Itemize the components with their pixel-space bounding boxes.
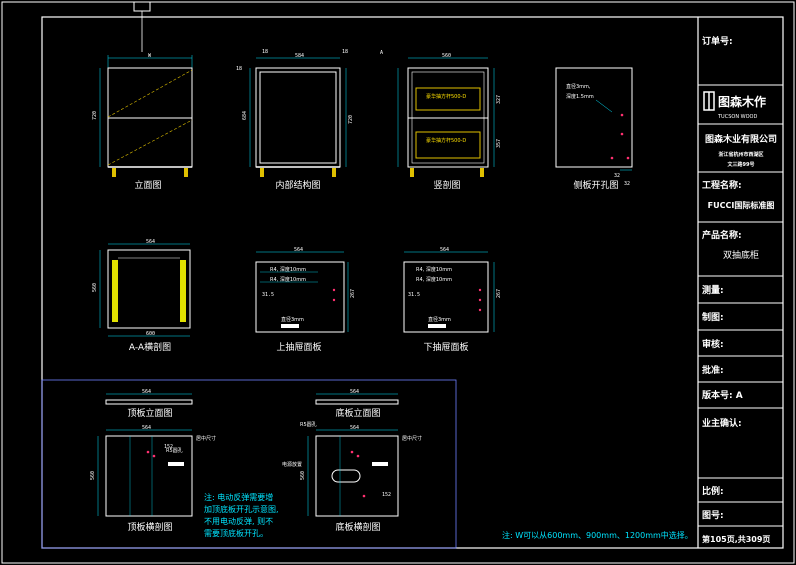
svg-text:居中尺寸: 居中尺寸 <box>402 435 422 442</box>
tb-company: 图森木业有限公司 <box>705 133 777 145</box>
svg-text:居中尺寸: 居中尺寸 <box>196 435 216 442</box>
svg-text:564: 564 <box>440 247 449 253</box>
tb-brand-en: TUCSON WOOD <box>717 114 757 120</box>
svg-text:564: 564 <box>350 389 359 395</box>
label-top-section: 顶板横剖图 <box>127 521 172 533</box>
lower-region-frame <box>41 379 457 549</box>
side-holes-view: 直径3mm, 深度1.5mm 32 32 <box>555 67 633 187</box>
note-electric-2: 加顶底板开孔示意图, <box>204 504 279 514</box>
svg-text:720: 720 <box>348 115 354 124</box>
label-section: 竖剖图 <box>433 179 460 191</box>
lower-drawer-view: 564 R4, 深度10mm R4, 深度10mm 直径3mm 31.5 267 <box>403 247 502 333</box>
svg-text:31.5: 31.5 <box>408 292 420 298</box>
tb-version: 版本号: A <box>701 389 743 401</box>
label-side-holes: 侧板开孔图 <box>573 179 618 191</box>
svg-text:R5圆孔: R5圆孔 <box>300 421 317 428</box>
svg-text:600: 600 <box>146 331 155 337</box>
svg-text:18: 18 <box>236 66 242 72</box>
tb-order-no: 订单号: <box>702 35 733 47</box>
tb-page: 第105页,共309页 <box>702 534 770 544</box>
label-top-elev: 顶板立面图 <box>127 407 172 419</box>
lower-drawer-slide-label: 豪华抽方杆500-D <box>426 137 466 144</box>
svg-text:267: 267 <box>350 289 356 298</box>
section-view: 560 豪华抽方杆500-D 豪华抽方杆500-D 327 357 A <box>380 50 502 177</box>
top-stub <box>133 1 151 12</box>
upper-drawer-view: 564 R4, 深度10mm R4, 深度10mm 直径3mm 31.5 267 <box>255 247 356 333</box>
svg-text:267: 267 <box>496 289 502 298</box>
internal-view: 584 18 18 684 720 18 <box>236 49 354 177</box>
aa-section-view: 564 600 560 <box>92 239 191 337</box>
tb-brand: 图森木作 <box>718 94 766 109</box>
tb-measure: 测量: <box>702 284 724 296</box>
svg-text:R4, 深度10mm: R4, 深度10mm <box>416 266 452 273</box>
svg-text:560: 560 <box>442 53 451 59</box>
label-bottom-section: 底板横剖图 <box>335 521 380 533</box>
svg-text:18: 18 <box>262 49 268 55</box>
tb-scale: 比例: <box>702 485 724 497</box>
elevation-view: W 720 <box>92 53 193 177</box>
label-internal: 内部结构图 <box>275 179 320 191</box>
tb-address-1: 浙江省杭州市西湖区 <box>718 151 763 158</box>
note-width: 注: W可以从600mm、900mm、1200mm中选择。 <box>502 530 693 540</box>
tb-product-label: 产品名称: <box>702 229 742 241</box>
label-elevation: 立面图 <box>134 179 161 191</box>
svg-text:564: 564 <box>294 247 303 253</box>
drawing-frame <box>41 16 784 549</box>
svg-text:152: 152 <box>382 492 391 498</box>
svg-text:32: 32 <box>614 173 620 179</box>
tb-address-2: 文三路99号 <box>728 161 755 168</box>
tb-draw: 制图: <box>702 311 724 323</box>
label-bottom-elev: 底板立面图 <box>335 407 380 419</box>
svg-text:357: 357 <box>496 139 502 148</box>
tb-drawing-no: 图号: <box>702 510 724 521</box>
svg-text:560: 560 <box>300 471 306 480</box>
svg-text:560: 560 <box>90 471 96 480</box>
tb-project-label: 工程名称: <box>702 179 742 191</box>
svg-text:32: 32 <box>624 181 630 187</box>
bottom-elev-view: 564 <box>315 389 399 405</box>
tb-project-value: FUCCI国际标准图 <box>708 200 775 210</box>
svg-text:R5圆孔: R5圆孔 <box>166 447 183 454</box>
svg-text:31.5: 31.5 <box>262 292 274 298</box>
note-electric-1: 注: 电动反弹需要增 <box>204 492 273 502</box>
svg-text:564: 564 <box>142 389 151 395</box>
brand-logo <box>703 91 715 111</box>
svg-text:152: 152 <box>164 444 173 450</box>
svg-text:R4, 深度10mm: R4, 深度10mm <box>416 276 452 283</box>
note-electric-4: 需要顶底板开孔。 <box>204 528 268 538</box>
svg-text:直径3mm: 直径3mm <box>428 316 451 323</box>
svg-text:560: 560 <box>92 283 98 292</box>
side-note-line1: 直径3mm, <box>566 83 591 90</box>
top-section-view: 564 R5圆孔 居中尺寸 152 560 <box>90 425 216 517</box>
note-electric-3: 不用电动反弹, 则不 <box>204 516 273 526</box>
tb-approve: 批准: <box>702 364 724 376</box>
svg-text:R4, 深度10mm: R4, 深度10mm <box>270 276 306 283</box>
svg-text:720: 720 <box>92 111 98 120</box>
svg-text:W: W <box>148 53 152 59</box>
label-aa-section: A-A横剖图 <box>129 341 171 353</box>
svg-text:584: 584 <box>295 53 304 59</box>
tb-review: 审核: <box>702 338 724 350</box>
svg-text:564: 564 <box>350 425 359 431</box>
svg-text:327: 327 <box>496 95 502 104</box>
side-note-line2: 深度1.5mm <box>566 93 594 100</box>
upper-drawer-slide-label: 豪华抽方杆500-D <box>426 93 466 100</box>
svg-text:564: 564 <box>142 425 151 431</box>
tb-owner: 业主确认: <box>702 417 742 429</box>
svg-text:直径3mm: 直径3mm <box>281 316 304 323</box>
svg-text:564: 564 <box>146 239 155 245</box>
label-lower-drawer: 下抽屉面板 <box>423 341 468 353</box>
bottom-section-view: 564 R5圆孔 电源放置 居中尺寸 152 560 <box>282 421 422 517</box>
svg-text:18: 18 <box>342 49 348 55</box>
svg-text:A: A <box>380 50 383 56</box>
title-block <box>698 84 783 527</box>
svg-text:电源放置: 电源放置 <box>282 461 302 468</box>
svg-text:R4, 深度10mm: R4, 深度10mm <box>270 266 306 273</box>
top-elev-view: 564 <box>105 389 193 405</box>
tb-product-value: 双抽底柜 <box>723 249 759 261</box>
svg-text:684: 684 <box>242 111 248 120</box>
label-upper-drawer: 上抽屉面板 <box>276 341 321 353</box>
